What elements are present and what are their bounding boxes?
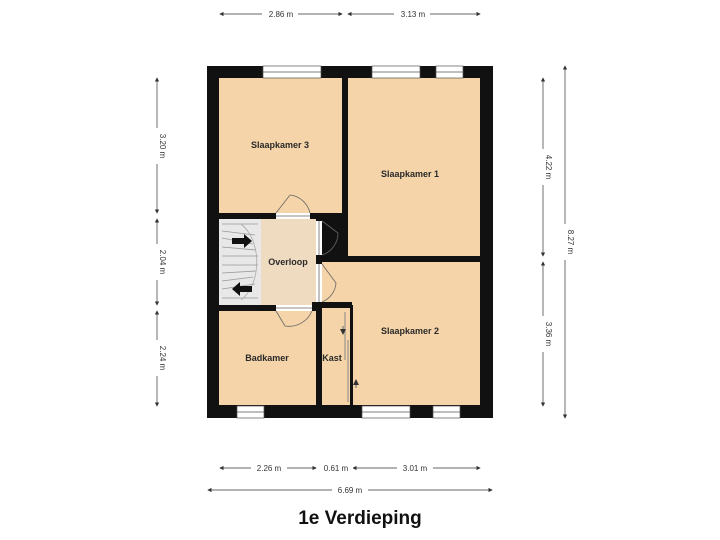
label-slaapkamer-1: Slaapkamer 1: [381, 169, 439, 179]
door-badkamer: [275, 305, 313, 327]
room-slaapkamer-3: [219, 78, 342, 213]
label-kast: Kast: [322, 353, 342, 363]
label-slaapkamer-2: Slaapkamer 2: [381, 326, 439, 336]
room-overloop: [261, 219, 316, 305]
dim-bottom-right: 3.01 m: [403, 464, 428, 473]
dim-left-bottom: 2.24 m: [158, 346, 167, 371]
page-title: 1e Verdieping: [298, 508, 422, 529]
door-kast-sliding: [340, 312, 359, 402]
dim-bottom-total: 6.69 m: [338, 486, 363, 495]
label-slaapkamer-3: Slaapkamer 3: [251, 140, 309, 150]
stair-arrow-up-icon: [232, 234, 252, 248]
windows: [236, 65, 464, 419]
room-badkamer: [219, 311, 316, 405]
kast-wall: [350, 305, 353, 405]
dim-right-top: 4.22 m: [544, 155, 553, 180]
room-slaapkamer-1: [348, 78, 480, 256]
door-slaapkamer-3: [275, 194, 311, 219]
door-slaapkamer-2: [316, 263, 337, 303]
label-overloop: Overloop: [268, 257, 308, 267]
dimension-label-bg: [152, 9, 570, 495]
dim-right-total: 8.27 m: [566, 230, 575, 255]
label-badkamer: Badkamer: [245, 353, 289, 363]
dim-left-mid: 2.04 m: [158, 250, 167, 275]
stair-arrow-down-icon: [232, 282, 252, 296]
dim-top-left: 2.86 m: [269, 10, 294, 19]
interior-walls: [219, 78, 480, 405]
dim-bottom-left: 2.26 m: [257, 464, 282, 473]
dim-top-right: 3.13 m: [401, 10, 426, 19]
dim-left-top: 3.20 m: [158, 134, 167, 159]
stair-treads: [221, 223, 258, 301]
door-slaapkamer-1: [316, 220, 339, 256]
dim-bottom-mid: 0.61 m: [324, 464, 349, 473]
dim-right-bottom: 3.36 m: [544, 322, 553, 347]
